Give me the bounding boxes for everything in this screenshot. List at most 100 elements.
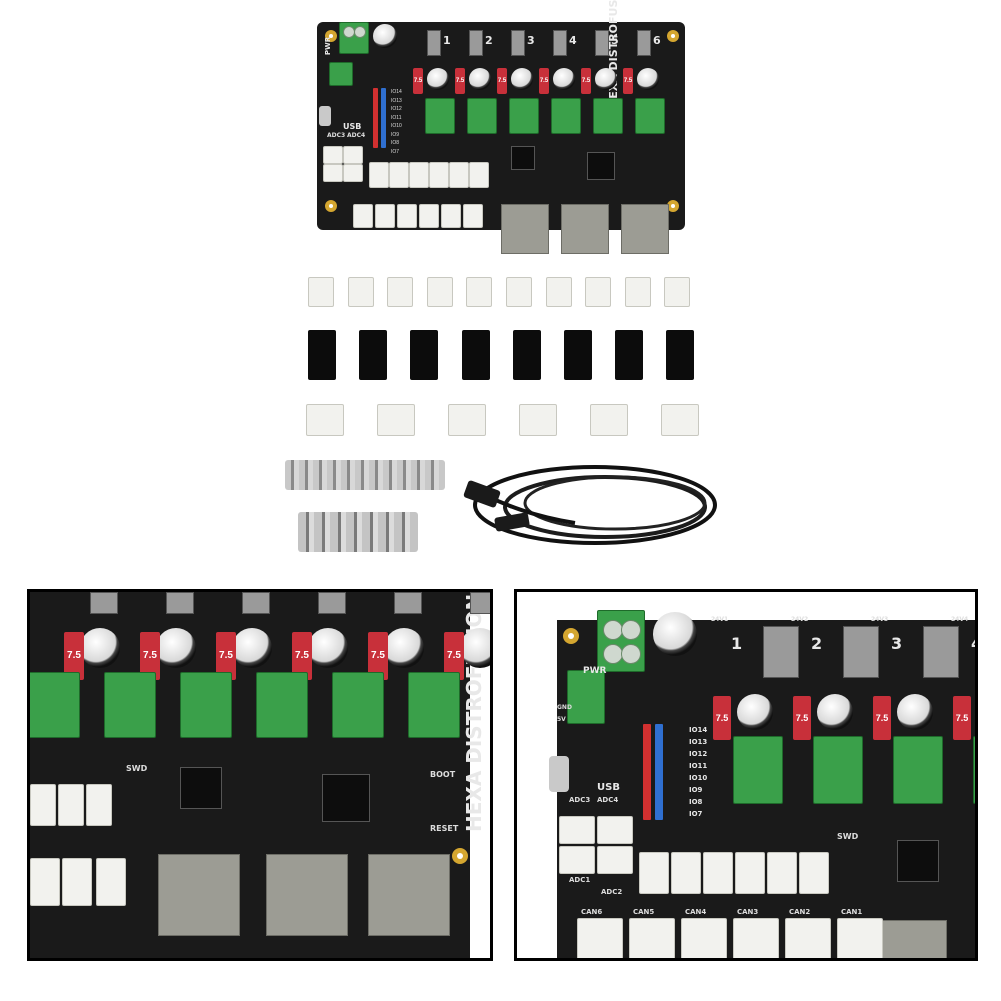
channel-switch [90, 592, 118, 614]
large-white-connector [377, 404, 415, 436]
mounting-hole [667, 30, 679, 42]
capacitor [460, 628, 490, 668]
adc-connector [559, 846, 595, 874]
blue-pin-header [381, 88, 386, 148]
channel-number: 6 [653, 34, 661, 47]
io-connector [799, 852, 829, 894]
channel-number: 1 [731, 634, 743, 653]
channel-number: 2 [485, 34, 493, 47]
mcu-chip [180, 767, 222, 809]
capacitor [897, 694, 933, 730]
small-white-connector [308, 277, 334, 307]
channel-switch [242, 592, 270, 614]
black-dupont-housing [359, 330, 388, 380]
power-terminal [339, 22, 369, 54]
channel-number: 4 [971, 634, 975, 653]
adc-connector [323, 164, 343, 182]
channel-switch [763, 626, 799, 678]
output-terminal [593, 98, 623, 134]
adc2-label: ADC2 [601, 888, 623, 896]
power-label: 24V3 [871, 616, 889, 623]
fuse: 7.5 [64, 632, 84, 680]
io-connector [409, 162, 429, 188]
io-connector [671, 852, 701, 894]
rj45-port [266, 854, 348, 936]
adc-connector [343, 164, 363, 182]
can-connector [577, 918, 623, 958]
capacitor [308, 628, 348, 668]
rj45-port [621, 204, 669, 254]
mounting-hole [452, 848, 468, 864]
mounting-hole [325, 200, 337, 212]
capacitor [156, 628, 196, 668]
adc3-label: ADC3 [327, 132, 346, 139]
swd-label: SWD [126, 764, 148, 773]
adc-connector [323, 146, 343, 164]
rj45-port [501, 204, 549, 254]
capacitor [817, 694, 853, 730]
black-dupont-housing [615, 330, 644, 380]
main-capacitor [653, 612, 697, 656]
small-white-connector [426, 277, 453, 307]
io-connector [767, 852, 797, 894]
adc4-label: ADC4 [347, 132, 366, 139]
power-label: 24V4 [951, 616, 969, 623]
channel-number: 4 [569, 34, 577, 47]
rj45-port [158, 854, 240, 936]
output-terminal [332, 672, 384, 738]
black-dupont-housing [564, 330, 592, 380]
fuse: 7.5 [497, 68, 507, 94]
channel-number: 2 [811, 634, 823, 653]
io-connector [389, 162, 409, 188]
terminal-screw [354, 26, 366, 38]
can-label: CAN1 [841, 908, 863, 916]
io-connector [639, 852, 669, 894]
adc-connector [343, 146, 363, 164]
can-connector [375, 204, 395, 228]
mcu-chip [897, 840, 939, 882]
usb-label: USB [597, 782, 620, 793]
power-label: 24V2 [791, 616, 809, 623]
hub-chip [322, 774, 370, 822]
capacitor [637, 68, 659, 90]
fuse: 7.5 [953, 696, 971, 740]
capacitor [737, 694, 773, 730]
adc4-label: ADC4 [597, 796, 619, 804]
output-terminal [509, 98, 539, 134]
output-terminal [180, 672, 232, 738]
small-white-connector [506, 277, 532, 307]
terminal-screw [603, 620, 623, 640]
can-connector [30, 858, 60, 906]
fuse: 7.5 [539, 68, 549, 94]
fuse: 7.5 [793, 696, 811, 740]
blue-pin-header [655, 724, 663, 820]
output-terminal [551, 98, 581, 134]
pwr-label: PWR [583, 666, 607, 676]
io-connector [703, 852, 733, 894]
swd-label: SWD [837, 832, 859, 841]
usb-c-port [549, 756, 569, 792]
main-capacitor [373, 24, 397, 48]
terminal-screw [621, 644, 641, 664]
capacitor [232, 628, 272, 668]
black-dupont-housing [461, 330, 490, 380]
rj45-port [368, 854, 450, 936]
capacitor [80, 628, 120, 668]
small-white-connector [545, 277, 572, 307]
fuse: 7.5 [368, 632, 388, 680]
large-white-connector [590, 404, 628, 436]
can-connector [353, 204, 373, 228]
power-terminal [597, 610, 645, 672]
can-connector [785, 918, 831, 958]
capacitor [553, 68, 575, 90]
channel-number: 1 [443, 34, 451, 47]
io-connector [449, 162, 469, 188]
adc3-label: ADC3 [569, 796, 591, 804]
power-label: 24V1 [711, 616, 729, 623]
io-connector [369, 162, 389, 188]
can-label: CAN2 [789, 908, 811, 916]
5v-label: 5V [557, 716, 566, 723]
